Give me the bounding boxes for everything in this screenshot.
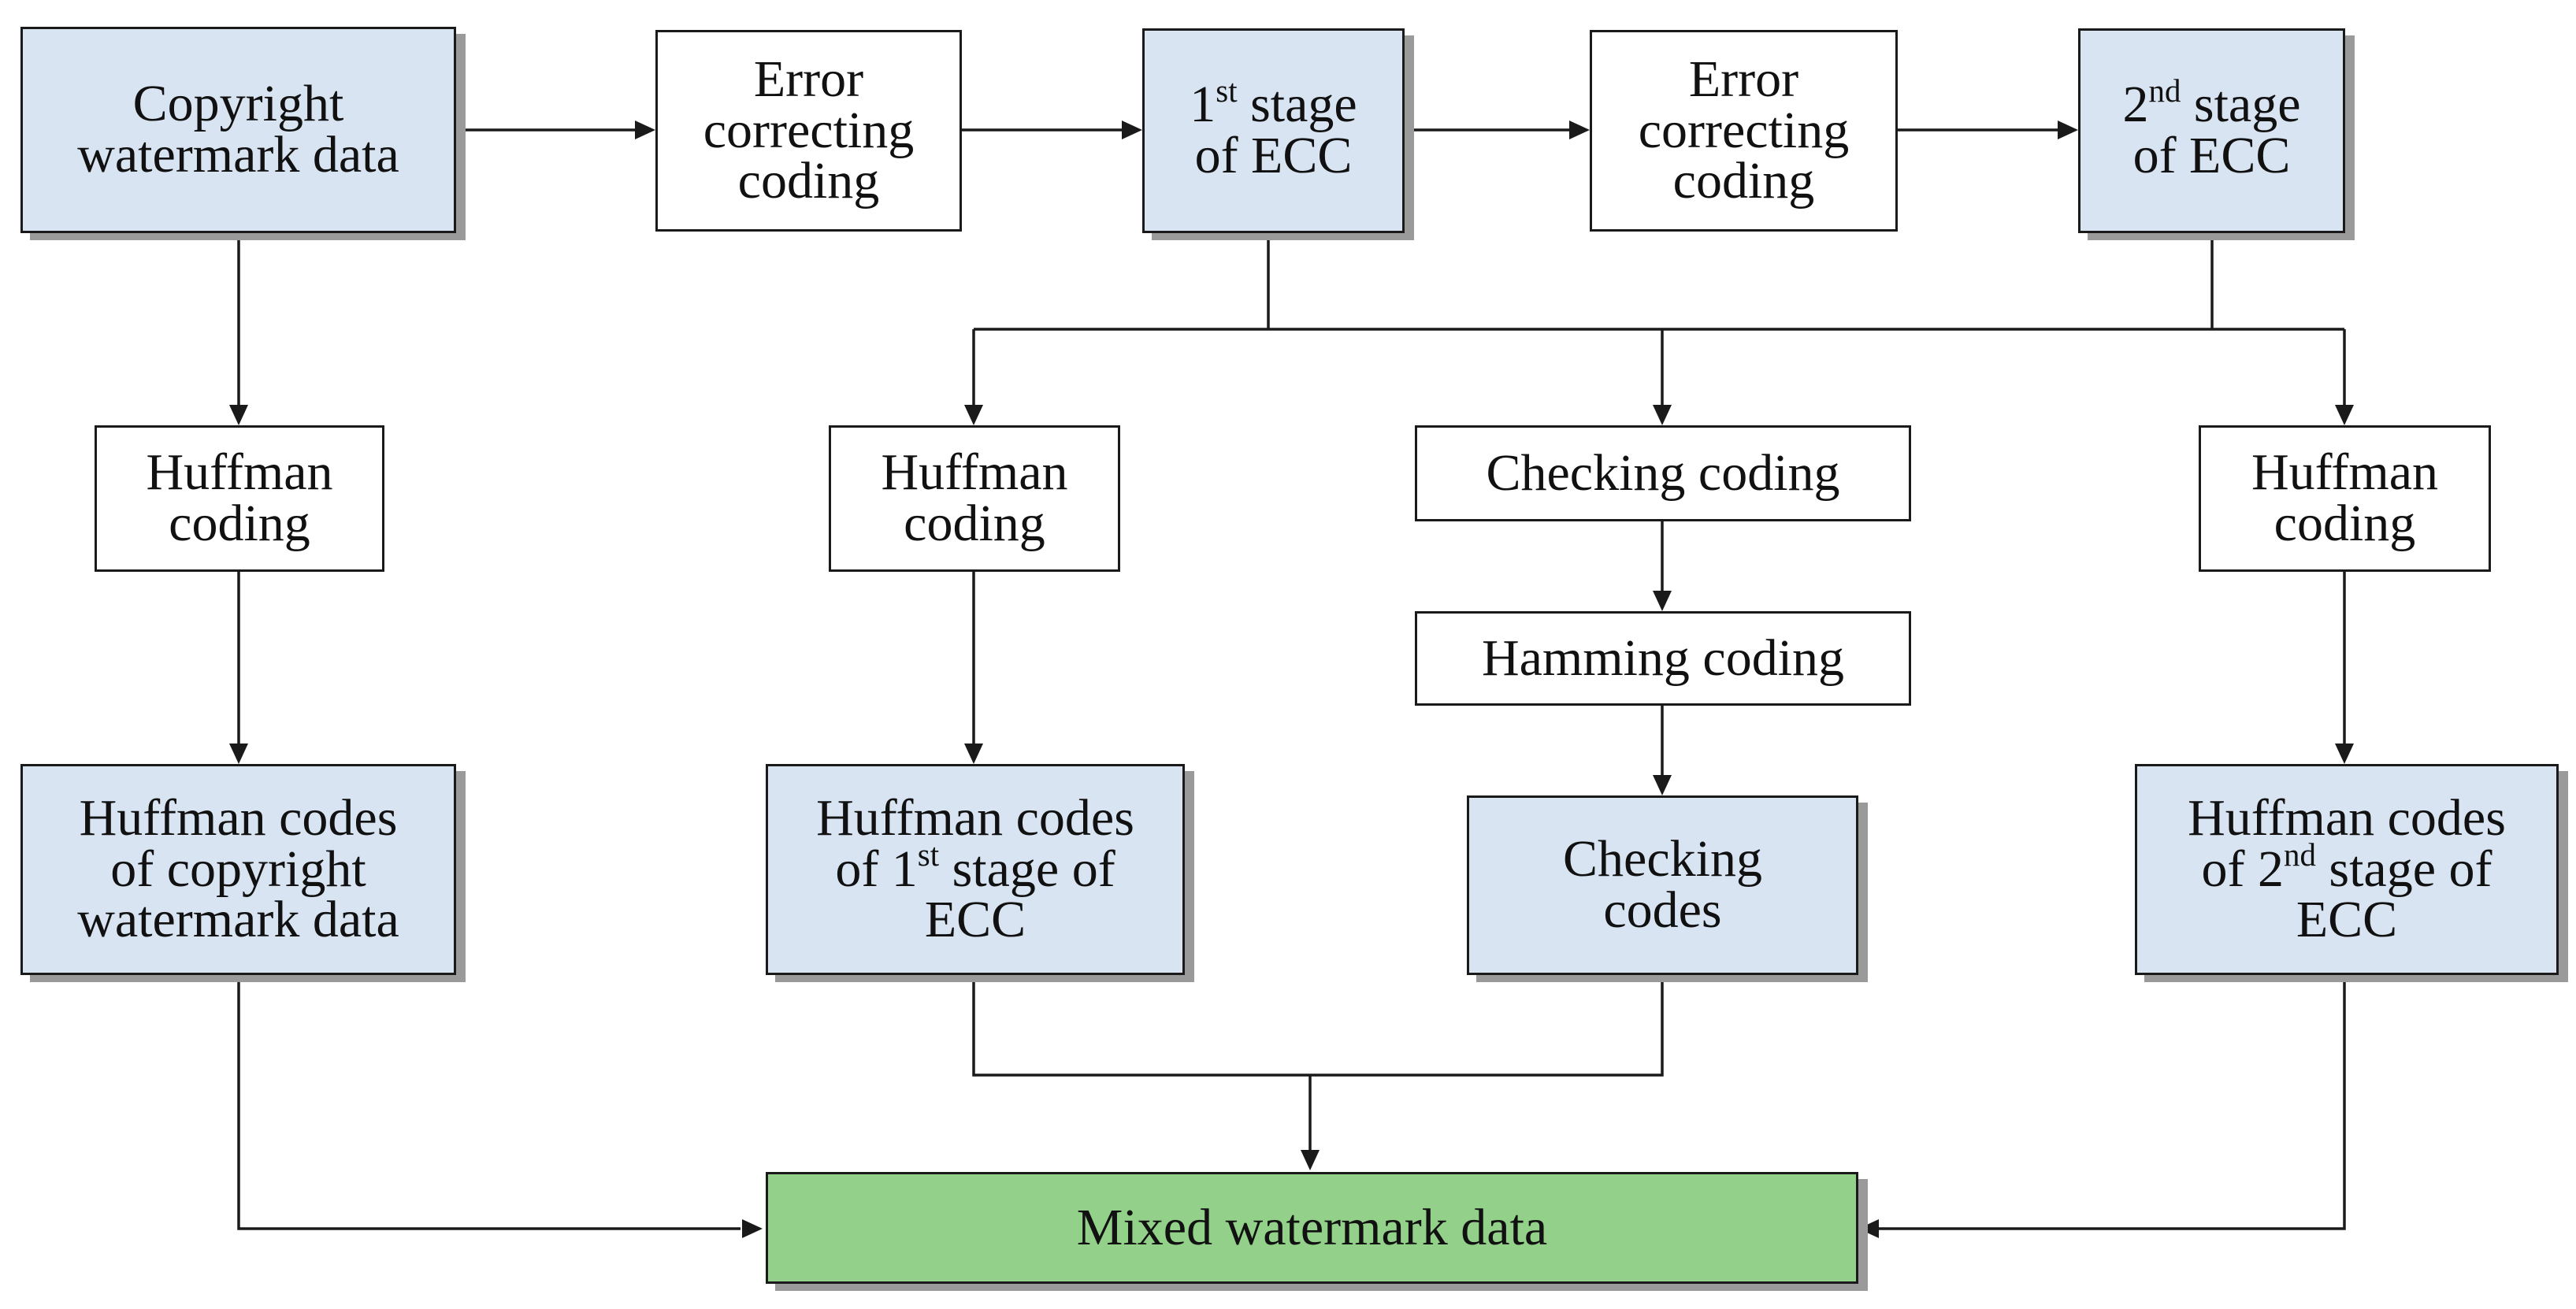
node-first-stage-of-ecc: 1st stage of ECC	[1142, 28, 1405, 233]
node-error-correcting-coding-1: Error correcting coding	[655, 30, 962, 232]
arrowhead-right	[2058, 121, 2078, 139]
arrowhead-down	[229, 743, 248, 764]
node-error-correcting-coding-2: Error correcting coding	[1590, 30, 1898, 232]
arrowhead-left	[1858, 1219, 1879, 1238]
edge-codes-stage2-to-mixed	[1879, 975, 2346, 1230]
arrowhead-right	[635, 121, 655, 139]
label-prefix: 1	[1190, 76, 1216, 134]
label-superscript: nd	[2148, 72, 2181, 109]
label-suffix: stage of ECC	[2132, 76, 2301, 184]
node-label: Checking codes	[1563, 830, 1762, 939]
edge-merge-mid	[972, 975, 1664, 1077]
label-suffix: stage of ECC	[1194, 76, 1357, 184]
arrowhead-down	[1653, 775, 1672, 795]
node-label: Error correcting coding	[703, 50, 915, 210]
node-label: Huffman coding	[146, 443, 333, 552]
label-prefix: 2	[2122, 76, 2149, 134]
label-prefix: Huffman codes of 2	[2188, 788, 2506, 898]
label-suffix: stage of ECC	[924, 840, 1115, 949]
node-huffman-codes-first-stage: Huffman codes of 1st stage of ECC	[766, 764, 1185, 975]
node-label: Huffman codes of 2nd stage of ECC	[2183, 792, 2511, 949]
arrowhead-down	[229, 405, 248, 425]
node-second-stage-of-ecc: 2nd stage of ECC	[2078, 28, 2345, 233]
label-superscript: st	[917, 837, 940, 873]
label-superscript: nd	[2283, 837, 2316, 873]
node-mixed-watermark-data: Mixed watermark data	[766, 1172, 1858, 1284]
node-huffman-codes-copyright: Huffman codes of copyright watermark dat…	[20, 764, 456, 975]
label-prefix: Huffman codes of 1	[816, 788, 1134, 898]
arrowhead-down	[1653, 405, 1672, 425]
arrowhead-down	[1301, 1150, 1320, 1170]
label-suffix: stage of ECC	[2296, 840, 2492, 949]
node-label: Hamming coding	[1481, 629, 1845, 687]
node-label: Checking coding	[1486, 443, 1840, 502]
arrowhead-down	[964, 743, 983, 764]
label-superscript: st	[1216, 72, 1238, 109]
node-label: Huffman codes of copyright watermark dat…	[77, 788, 399, 949]
node-label: 1st stage of ECC	[1185, 75, 1361, 181]
node-huffman-coding-left: Huffman coding	[95, 425, 384, 572]
arrowhead-right	[742, 1219, 763, 1238]
node-hamming-coding: Hamming coding	[1415, 611, 1911, 706]
edge-codes-copyright-to-mixed	[237, 975, 741, 1230]
arrowhead-down	[964, 405, 983, 425]
node-huffman-coding-right: Huffman coding	[2199, 425, 2491, 572]
arrowhead-down	[2335, 405, 2354, 425]
arrowhead-down	[1653, 591, 1672, 611]
node-label: 2nd stage of ECC	[2118, 75, 2305, 181]
node-copyright-watermark-data: Copyright watermark data	[20, 27, 456, 233]
arrowhead-right	[1122, 121, 1142, 139]
node-label: Huffman coding	[2251, 443, 2439, 552]
node-checking-codes: Checking codes	[1467, 795, 1858, 975]
node-label: Mixed watermark data	[1076, 1198, 1548, 1256]
node-huffman-coding-middle: Huffman coding	[829, 425, 1120, 572]
node-checking-coding: Checking coding	[1415, 425, 1911, 521]
node-label: Huffman codes of 1st stage of ECC	[811, 792, 1139, 949]
node-huffman-codes-second-stage: Huffman codes of 2nd stage of ECC	[2135, 764, 2559, 975]
node-label: Copyright watermark data	[77, 75, 399, 184]
arrowhead-down	[2335, 743, 2354, 764]
node-label: Huffman coding	[881, 443, 1068, 552]
node-label: Error correcting coding	[1638, 50, 1850, 210]
arrowhead-right	[1569, 121, 1590, 139]
